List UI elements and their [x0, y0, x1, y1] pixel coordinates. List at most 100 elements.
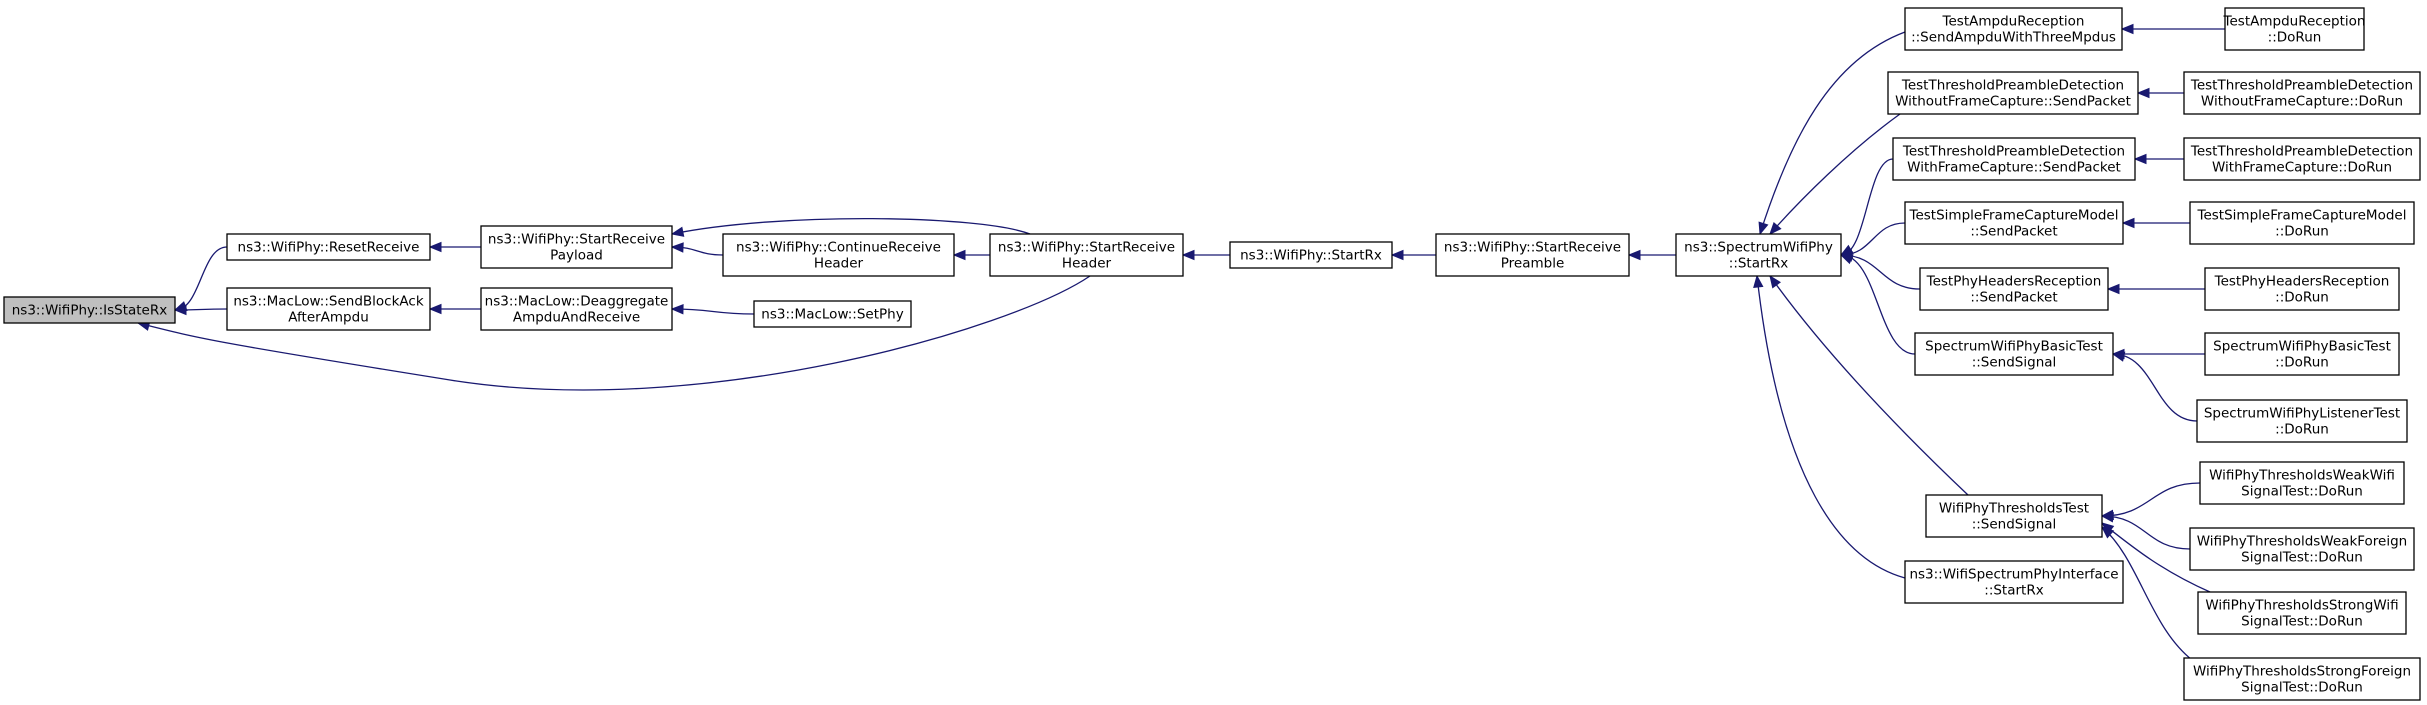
- node-tpdwith-send[interactable]: TestThresholdPreambleDetectionWithFrameC…: [1892, 137, 2136, 181]
- node-label: ns3::WifiSpectrumPhyInterface: [1909, 567, 2118, 583]
- node-box: [1435, 233, 1630, 277]
- node-label: ::DoRun: [2275, 290, 2329, 306]
- node-label: ns3::MacLow::Deaggregate: [485, 294, 669, 310]
- node-label: ::SendSignal: [1972, 355, 2057, 371]
- node-label: ns3::WifiPhy::StartRx: [1240, 248, 1382, 264]
- node-strongwifi-dorun[interactable]: WifiPhyThresholdsStrongWifiSignalTest::D…: [2197, 591, 2407, 635]
- node-box: [1904, 7, 2123, 51]
- node-spectrumstartrx[interactable]: ns3::SpectrumWifiPhy::StartRx: [1675, 233, 1842, 277]
- node-label: ::StartRx: [1729, 256, 1788, 272]
- node-label: SignalTest::DoRun: [2241, 484, 2363, 500]
- node-label: Payload: [550, 248, 603, 264]
- node-label: ns3::WifiPhy::ResetReceive: [238, 240, 420, 256]
- edge-spectrumstartrx-to-startreceivepreamble: [1627, 249, 1676, 261]
- node-isstaterx[interactable]: ns3::WifiPhy::IsStateRx: [3, 296, 176, 324]
- node-label: ns3::MacLow::SendBlockAck: [233, 294, 423, 310]
- node-weakforeign-dorun[interactable]: WifiPhyThresholdsWeakForeignSignalTest::…: [2189, 527, 2415, 571]
- node-wptt-send[interactable]: WifiPhyThresholdsTest::SendSignal: [1925, 494, 2103, 538]
- node-box: [2224, 7, 2365, 51]
- node-label: ns3::WifiPhy::IsStateRx: [12, 303, 168, 319]
- node-box: [1675, 233, 1842, 277]
- node-box: [1887, 71, 2139, 115]
- node-ampdu-dorun[interactable]: TestAmpduReception::DoRun: [2223, 7, 2366, 51]
- edge-startreceiveheader-to-startreceivepayload: [670, 217, 1031, 237]
- node-swpbt-send[interactable]: SpectrumWifiPhyBasicTest::SendSignal: [1914, 332, 2114, 376]
- node-box: [3, 296, 176, 324]
- node-tpdwithout-send[interactable]: TestThresholdPreambleDetectionWithoutFra…: [1887, 71, 2139, 115]
- edge-weakforeign_dorun-to-wptt_send: [2100, 512, 2191, 550]
- edge-sendblockack-to-isstaterx: [173, 304, 228, 316]
- node-label: WithFrameCapture::DoRun: [2212, 160, 2392, 176]
- edge-wspi_startrx-to-spectrumstartrx: [1753, 274, 1906, 579]
- node-label: SpectrumWifiPhyBasicTest: [1925, 339, 2103, 355]
- node-box: [722, 233, 955, 277]
- node-label: TestThresholdPreambleDetection: [2190, 78, 2413, 94]
- node-label: AfterAmpdu: [288, 310, 369, 326]
- node-tphr-dorun[interactable]: TestPhyHeadersReception::DoRun: [2204, 267, 2400, 311]
- node-resetreceive[interactable]: ns3::WifiPhy::ResetReceive: [226, 233, 431, 261]
- node-weakwifi-dorun[interactable]: WifiPhyThresholdsWeakWifiSignalTest::DoR…: [2199, 461, 2405, 505]
- node-label: TestPhyHeadersReception: [1926, 274, 2102, 290]
- node-label: TestSimpleFrameCaptureModel: [1909, 208, 2119, 224]
- edge-weakwifi_dorun-to-wptt_send: [2100, 482, 2201, 521]
- node-label: WithoutFrameCapture::SendPacket: [1895, 94, 2131, 110]
- edge-tpdwithout_send-to-spectrumstartrx: [1769, 113, 1901, 235]
- edge-resetreceive-to-isstaterx: [173, 246, 228, 312]
- node-label: ::SendPacket: [1970, 224, 2057, 240]
- node-label: ::DoRun: [2275, 355, 2329, 371]
- node-startrx[interactable]: ns3::WifiPhy::StartRx: [1229, 241, 1393, 269]
- edge-continuereceiveheader-to-startreceivepayload: [670, 242, 724, 256]
- edge-tphr_dorun-to-tphr_send: [2106, 283, 2205, 295]
- node-label: SignalTest::DoRun: [2241, 680, 2363, 696]
- node-wspi-startrx[interactable]: ns3::WifiSpectrumPhyInterface::StartRx: [1904, 560, 2124, 604]
- node-label: WifiPhyThresholdsStrongForeign: [2193, 664, 2411, 680]
- node-label: TestThresholdPreambleDetection: [1902, 144, 2125, 160]
- node-box: [480, 287, 673, 331]
- node-tpdwithout-dorun[interactable]: TestThresholdPreambleDetectionWithoutFra…: [2183, 71, 2421, 115]
- node-box: [1914, 332, 2114, 376]
- nodes-layer: ns3::WifiPhy::IsStateRx ns3::WifiPhy::Res…: [3, 7, 2421, 701]
- node-label: ns3::SpectrumWifiPhy: [1684, 240, 1833, 256]
- node-box: [2183, 137, 2421, 181]
- node-box: [226, 287, 431, 331]
- node-label: ::DoRun: [2275, 422, 2329, 438]
- node-tpdwith-dorun[interactable]: TestThresholdPreambleDetectionWithFrameC…: [2183, 137, 2421, 181]
- node-label: WifiPhyThresholdsWeakForeign: [2197, 534, 2408, 550]
- node-swpbt-dorun[interactable]: SpectrumWifiPhyBasicTest::DoRun: [2204, 332, 2400, 376]
- node-setphy[interactable]: ns3::MacLow::SetPhy: [753, 300, 912, 328]
- edge-startreceiveheader-to-continuereceiveheader: [952, 249, 990, 261]
- node-ampdusend[interactable]: TestAmpduReception::SendAmpduWithThreeMp…: [1904, 7, 2123, 51]
- edge-startrx-to-startreceiveheader: [1181, 249, 1230, 261]
- edge-tsfcm_dorun-to-tsfcm_send: [2121, 217, 2190, 229]
- edge-tpdwithout_dorun-to-tpdwithout_send: [2136, 87, 2184, 99]
- node-swplt-dorun[interactable]: SpectrumWifiPhyListenerTest::DoRun: [2196, 399, 2408, 443]
- edge-wptt_send-to-spectrumstartrx: [1769, 274, 1969, 496]
- node-box: [2183, 657, 2421, 701]
- edge-strongforeign_dorun-to-wptt_send: [2100, 526, 2197, 664]
- node-label: ::SendPacket: [1970, 290, 2057, 306]
- node-strongforeign-dorun[interactable]: WifiPhyThresholdsStrongForeignSignalTest…: [2183, 657, 2421, 701]
- node-label: Header: [814, 256, 864, 272]
- node-box: [226, 233, 431, 261]
- node-label: ns3::WifiPhy::StartReceive: [488, 232, 665, 248]
- node-tphr-send[interactable]: TestPhyHeadersReception::SendPacket: [1919, 267, 2109, 311]
- node-label: WithoutFrameCapture::DoRun: [2201, 94, 2403, 110]
- node-label: ns3::WifiPhy::StartReceive: [1444, 240, 1621, 256]
- edges-layer: [136, 23, 2225, 664]
- node-box: [2189, 527, 2415, 571]
- node-box: [1892, 137, 2136, 181]
- edge-swplt_dorun-to-swpbt_send: [2111, 351, 2198, 422]
- node-tsfcm-dorun[interactable]: TestSimpleFrameCaptureModel::DoRun: [2189, 201, 2415, 245]
- node-tsfcm-send[interactable]: TestSimpleFrameCaptureModel::SendPacket: [1904, 201, 2124, 245]
- node-label: AmpduAndReceive: [513, 310, 640, 326]
- node-label: SpectrumWifiPhyListenerTest: [2204, 406, 2400, 422]
- node-box: [2199, 461, 2405, 505]
- node-label: Header: [1062, 256, 1112, 272]
- node-label: ::DoRun: [2275, 224, 2329, 240]
